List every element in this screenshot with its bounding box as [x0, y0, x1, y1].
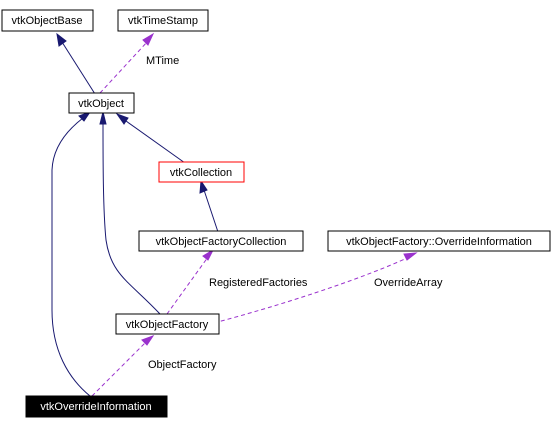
node-vtkobjectfactory[interactable]: vtkObjectFactory [115, 313, 220, 335]
edge-timestamp-to-object [99, 40, 149, 94]
node-vtkcollection[interactable]: vtkCollection [158, 161, 245, 183]
edge-overrideinfo-to-objectfactory [213, 257, 408, 324]
node-vtkobject[interactable]: vtkObject [68, 92, 135, 114]
svg-text:vtkObject: vtkObject [78, 98, 124, 110]
edge-arrowhead [78, 111, 92, 122]
edge-object-to-objectbase [61, 41, 96, 95]
edge-overrideinformation-to-object [51, 117, 91, 397]
edge-label-override-array: OverrideArray [374, 277, 443, 289]
edge-arrowhead [403, 252, 418, 261]
edge-arrowhead [202, 248, 215, 261]
svg-text:vtkObjectFactoryCollection: vtkObjectFactoryCollection [156, 236, 287, 248]
svg-text:vtkObjectFactory: vtkObjectFactory [126, 319, 209, 331]
edge-arrowhead [142, 32, 155, 46]
node-vtktimestamp[interactable]: vtkTimeStamp [117, 9, 209, 32]
node-vtkobjectfactory-overrideinformation[interactable]: vtkObjectFactory::OverrideInformation [327, 230, 551, 252]
edge-factorycollection-to-collection [203, 189, 219, 233]
svg-text:vtkOverrideInformation: vtkOverrideInformation [40, 401, 151, 413]
edge-factorycollection-to-objectfactory [166, 256, 209, 315]
node-vtkobjectbase[interactable]: vtkObjectBase [1, 9, 94, 32]
edge-arrowhead [115, 112, 129, 125]
edge-objectfactory-to-overrideinformation [91, 341, 147, 397]
edge-arrowhead [56, 32, 67, 47]
edge-objectfactory-to-object [102, 120, 161, 315]
node-vtkobjectfactorycollection[interactable]: vtkObjectFactoryCollection [138, 230, 304, 252]
edge-label-registered-factories: RegisteredFactories [209, 277, 308, 289]
edge-label-mtime: MTime [146, 55, 179, 67]
svg-text:vtkObjectFactory::OverrideInfo: vtkObjectFactory::OverrideInformation [346, 236, 532, 248]
svg-text:vtkTimeStamp: vtkTimeStamp [128, 15, 198, 27]
edge-collection-to-object [125, 120, 186, 164]
edge-arrowhead [199, 179, 208, 194]
node-vtkoverrideinformation: vtkOverrideInformation [25, 395, 168, 418]
svg-text:vtkObjectBase: vtkObjectBase [12, 15, 83, 27]
edge-arrowhead [141, 335, 155, 346]
svg-text:vtkCollection: vtkCollection [170, 167, 232, 179]
edge-arrowhead [99, 111, 107, 125]
edge-label-object-factory: ObjectFactory [148, 359, 217, 371]
